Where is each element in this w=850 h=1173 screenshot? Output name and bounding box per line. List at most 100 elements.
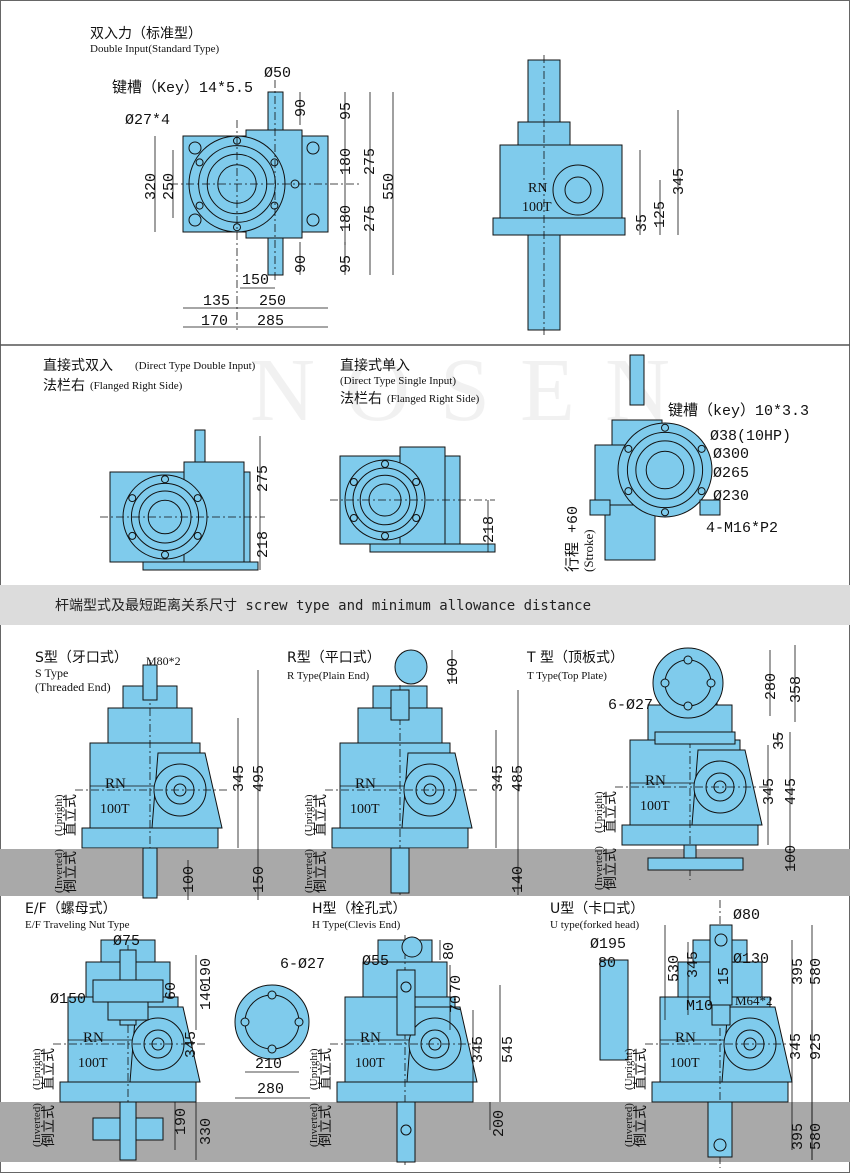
inverted-label-en: (Inverted) (623, 1103, 635, 1147)
dim: 580 (808, 1123, 825, 1150)
dim: 530 (666, 955, 683, 982)
bolt-hole (193, 494, 202, 503)
bolt-hole (412, 478, 421, 486)
model-label: 100T (350, 802, 380, 817)
dim: 80 (441, 942, 458, 960)
top-plate-view (652, 647, 724, 719)
dim: 6-Ø27 (608, 697, 653, 714)
s3-dims: M80*2 345 495 100 150 100 345 485 140 6-… (146, 654, 805, 893)
r-type-en: R Type(Plain End) (287, 670, 369, 682)
dim: 345 (231, 765, 248, 792)
dim: Ø230 (713, 488, 749, 505)
upright-label: 直立式 (312, 794, 329, 836)
rn-label: RN (355, 776, 376, 792)
bolt-hole (697, 487, 706, 496)
dim: 70 (448, 995, 465, 1013)
dim: 180 (338, 205, 355, 232)
dim: 550 (381, 173, 398, 200)
dim: 35 (771, 732, 788, 750)
dim: 395 (790, 1123, 807, 1150)
upright-label: 直立式 (40, 1048, 57, 1090)
upright-label-en: (Upright) (303, 794, 315, 836)
s-type-en2: (Threaded End) (35, 680, 111, 694)
dim: 100 (181, 866, 198, 893)
bolt-hole (349, 478, 358, 486)
s4-dims: Ø75 Ø150 190 140 60 345 190 330 6-Ø27 21… (50, 907, 825, 1150)
adapter (711, 1004, 731, 1026)
s-type-title: S型（牙口式） (35, 650, 128, 666)
dim: Ø150 (50, 991, 86, 1008)
inverted-label: 倒立式 (633, 1105, 649, 1147)
clevis-hole (400, 1124, 412, 1136)
dim: 35 (634, 214, 651, 232)
input-shaft-top (267, 91, 284, 131)
u-type-en: U type(forked head) (550, 919, 640, 931)
dim: 135 (203, 293, 230, 310)
inverted-label: 倒立式 (318, 1105, 334, 1147)
dim: 345 (761, 778, 778, 805)
bolt-hole (128, 531, 137, 540)
dim: 70 (448, 975, 465, 993)
section-band (0, 585, 850, 625)
clevis-hole (400, 981, 412, 993)
inverted-label: 倒立式 (313, 851, 329, 893)
travel-nut (92, 979, 164, 1003)
dim: 218 (481, 516, 498, 543)
dim: 80 (598, 955, 616, 972)
t-type-en: T Type(Top Plate) (527, 670, 607, 682)
dim: 345 (490, 765, 507, 792)
dim: Ø300 (713, 446, 749, 463)
dim: M80*2 (146, 654, 181, 668)
dim: 330 (198, 1118, 215, 1145)
bore (645, 450, 685, 490)
threaded-end (142, 664, 158, 701)
dim: Ø75 (113, 933, 140, 950)
dim: Ø265 (713, 465, 749, 482)
base-plate (142, 561, 259, 571)
s2b-title-cn: 直接式单入 (340, 357, 410, 374)
lead-screw (629, 354, 645, 406)
h-type-en: H Type(Clevis End) (312, 919, 401, 931)
dim: 275 (255, 465, 272, 492)
dim: M10 (686, 998, 713, 1015)
model-label: 100T (670, 1056, 700, 1071)
s2b-title-en: (Direct Type Single Input) (340, 375, 456, 387)
dim: 250 (259, 293, 286, 310)
dim: 150 (251, 866, 268, 893)
ef-type-title: E/F（螺母式） (25, 901, 117, 917)
dim: Ø195 (590, 936, 626, 953)
mount-foot (699, 499, 721, 516)
dim: M64*2 (735, 993, 773, 1008)
r-type-title: R型（平口式） (287, 650, 381, 666)
top-plate-inverted (647, 857, 744, 871)
bolt-hole (624, 487, 633, 496)
threaded-end-lower (142, 847, 158, 899)
holes-label: Ø27*4 (125, 112, 170, 129)
dim: 170 (201, 313, 228, 330)
bolt-hole (161, 550, 169, 559)
dim: 95 (338, 255, 355, 273)
dim: 280 (763, 673, 780, 700)
inverted-label: 倒立式 (41, 1105, 57, 1147)
dim: 280 (257, 1081, 284, 1098)
bolt-hole (128, 494, 137, 503)
inverted-label-en: (Inverted) (593, 846, 605, 890)
dim: 4-M16*P2 (706, 520, 778, 537)
upright-label: 直立式 (317, 1048, 334, 1090)
s2a-sub-en: (Flanged Right Side) (90, 380, 183, 392)
bolt-hole (381, 532, 389, 540)
watermark: NOSEN (250, 341, 700, 440)
dim: 218 (255, 531, 272, 558)
bolt-hole (195, 201, 204, 210)
bolt-hole (412, 514, 421, 522)
stroke-tube (604, 504, 656, 561)
bolt-hole (381, 460, 389, 468)
upright-label: 直立式 (632, 1048, 649, 1090)
s2b-sub-en: (Flanged Right Side) (387, 393, 480, 405)
inverted-zone-row1 (0, 849, 850, 896)
s1-title-cn: 双入力（标准型） (90, 26, 202, 42)
dim: 键槽（key）10*3.3 (668, 402, 809, 420)
bolt-hole (624, 444, 633, 453)
rn-label: RN (645, 773, 666, 789)
model-label: 100T (78, 1056, 108, 1071)
